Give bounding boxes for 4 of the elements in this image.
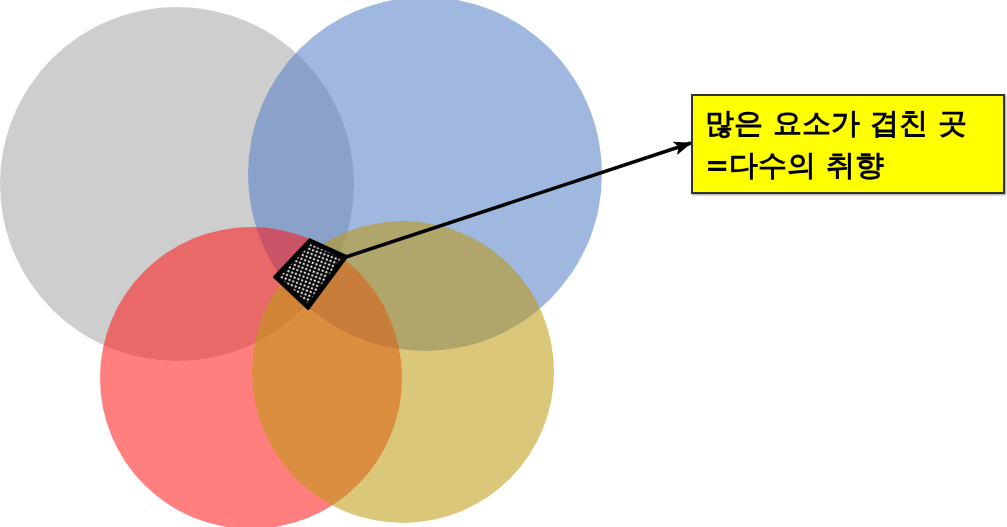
callout-text: 많은 요소가 겹친 곳 =다수의 취향 xyxy=(705,105,969,184)
callout-box xyxy=(691,94,1005,194)
hatched-marker xyxy=(273,238,348,310)
arrow xyxy=(345,141,692,259)
